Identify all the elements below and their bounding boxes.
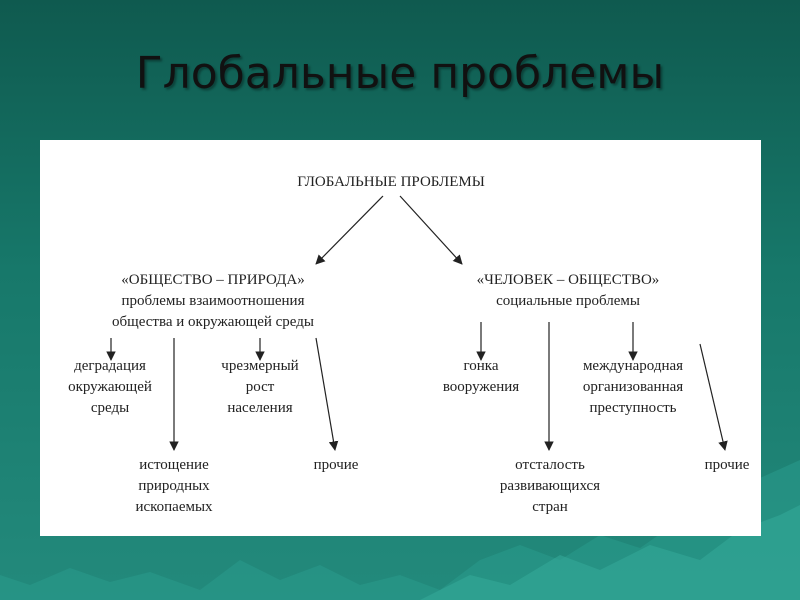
slide-title: Глобальные проблемы — [0, 48, 800, 99]
diagram-root: ГЛОБАЛЬНЫЕ ПРОБЛЕМЫ — [271, 172, 511, 192]
left-item-degradation-line2: окружающей — [50, 377, 170, 397]
arrow-root-left — [316, 196, 383, 264]
left-item-degradation-line1: деградация — [50, 356, 170, 376]
right-branch-heading: «ЧЕЛОВЕК – ОБЩЕСТВО» — [453, 270, 683, 290]
right-item-crime-line1: международная — [558, 356, 708, 376]
right-item-backwardness-line3: стран — [480, 497, 620, 517]
right-branch-subtitle-line1: социальные проблемы — [463, 291, 673, 311]
arrow-root-right — [400, 196, 462, 264]
left-item-population-line1: чрезмерный — [200, 356, 320, 376]
left-item-depletion-line2: природных — [114, 476, 234, 496]
left-item-depletion-line3: ископаемых — [114, 497, 234, 517]
left-item-other: прочие — [296, 455, 376, 475]
left-item-population-line3: населения — [200, 398, 320, 418]
left-item-population-line2: рост — [200, 377, 320, 397]
right-item-crime-line2: организованная — [558, 377, 708, 397]
right-item-arms-race-line2: вооружения — [421, 377, 541, 397]
left-item-degradation-line3: среды — [50, 398, 170, 418]
left-item-depletion-line1: истощение — [114, 455, 234, 475]
left-branch-subtitle-line2: общества и окружающей среды — [78, 312, 348, 332]
right-item-backwardness-line1: отсталость — [480, 455, 620, 475]
left-branch-heading: «ОБЩЕСТВО – ПРИРОДА» — [88, 270, 338, 290]
right-item-arms-race-line1: гонка — [421, 356, 541, 376]
left-branch-subtitle-line1: проблемы взаимоотношения — [88, 291, 338, 311]
right-item-crime-line3: преступность — [558, 398, 708, 418]
right-item-backwardness-line2: развивающихся — [480, 476, 620, 496]
right-item-other: прочие — [695, 455, 759, 475]
diagram-panel: ГЛОБАЛЬНЫЕ ПРОБЛЕМЫ «ОБЩЕСТВО – ПРИРОДА»… — [40, 140, 761, 536]
